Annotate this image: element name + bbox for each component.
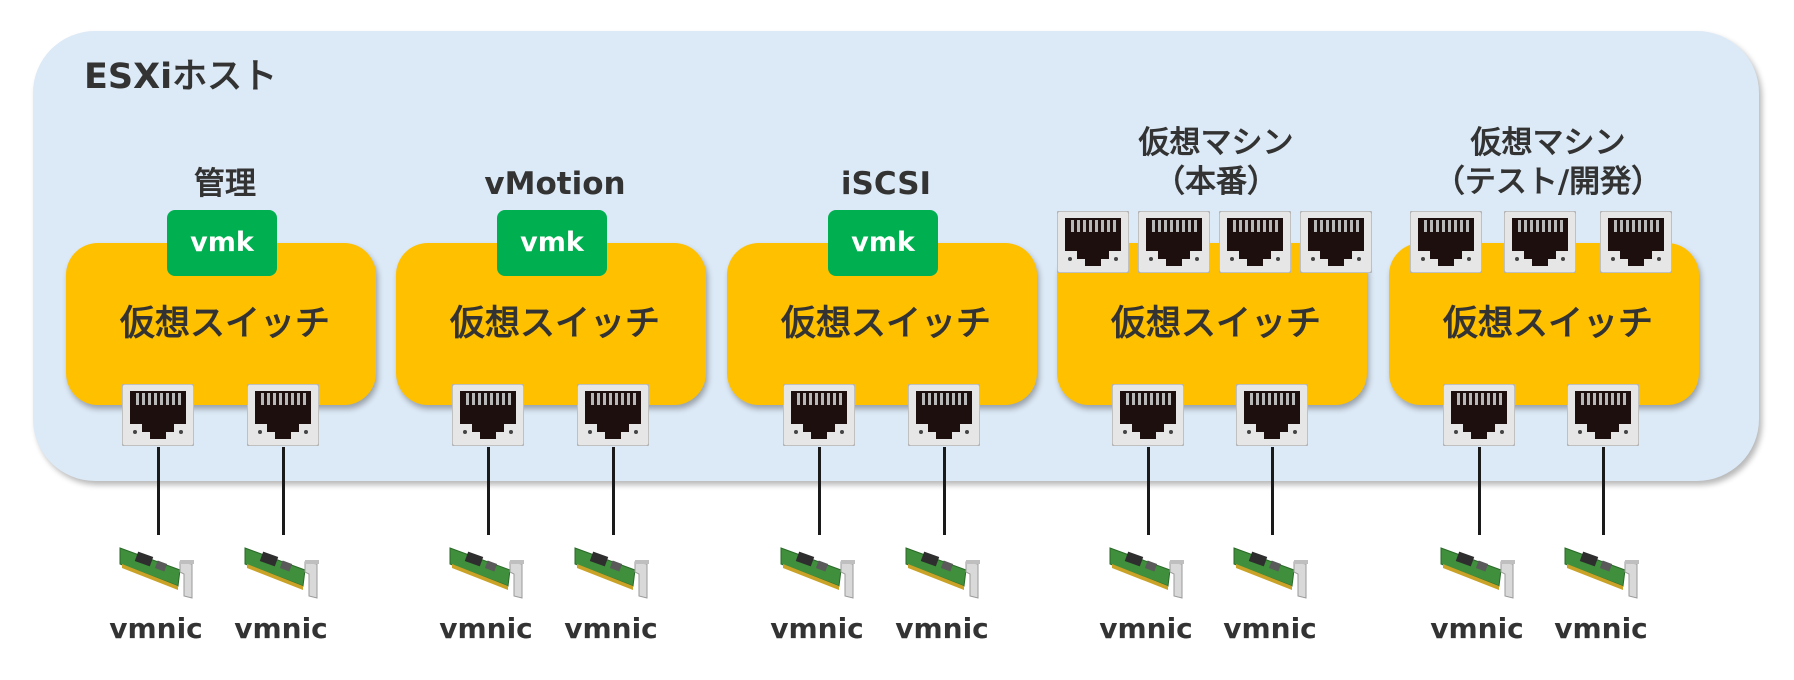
uplink-wire xyxy=(818,447,821,535)
rj45-port-icon xyxy=(451,383,525,447)
network-card-icon xyxy=(573,534,657,602)
uplink-wire xyxy=(1602,447,1605,535)
group-iscsi: iSCSI 仮想スイッチ vmk vmnic vmnic xyxy=(727,0,1045,680)
group-label-line-1: 仮想マシン xyxy=(1470,125,1626,161)
rj45-port-icon xyxy=(1409,210,1483,274)
vmnic-label: vmnic xyxy=(234,612,328,645)
network-card-icon xyxy=(1108,534,1192,602)
group-label-line-2: （テスト/開発） xyxy=(1433,164,1663,200)
rj45-port-icon xyxy=(1599,210,1673,274)
vmnic-label: vmnic xyxy=(439,612,533,645)
vmk-adapter: vmk xyxy=(828,210,938,276)
rj45-port-icon xyxy=(1299,210,1373,274)
rj45-port-icon xyxy=(782,383,856,447)
rj45-port-icon xyxy=(246,383,320,447)
vmnic-label: vmnic xyxy=(1554,612,1648,645)
rj45-port-icon xyxy=(1056,210,1130,274)
network-card-icon xyxy=(904,534,988,602)
network-card-icon xyxy=(779,534,863,602)
rj45-port-icon xyxy=(907,383,981,447)
vmnic-label: vmnic xyxy=(1099,612,1193,645)
group-vm-production: 仮想マシン （本番） 仮想スイッチ vmnic vmnic xyxy=(1056,0,1375,680)
vmnic-label: vmnic xyxy=(109,612,203,645)
vmk-adapter: vmk xyxy=(167,210,277,276)
vmnic-label: vmnic xyxy=(1430,612,1524,645)
group-label-line-2: （本番） xyxy=(1154,164,1278,200)
rj45-port-icon xyxy=(1235,383,1309,447)
network-card-icon xyxy=(243,534,327,602)
network-card-icon xyxy=(118,534,202,602)
group-label-line-2: iSCSI xyxy=(840,166,932,202)
uplink-wire xyxy=(282,447,285,535)
rj45-port-icon xyxy=(1137,210,1211,274)
rj45-port-icon xyxy=(1111,383,1185,447)
group-label-line-1: 仮想マシン xyxy=(1138,125,1294,161)
vmnic-label: vmnic xyxy=(895,612,989,645)
network-card-icon xyxy=(1563,534,1647,602)
switch-label: 仮想スイッチ xyxy=(1110,304,1321,344)
group-label-line-2: vMotion xyxy=(484,166,626,202)
switch-label: 仮想スイッチ xyxy=(780,304,991,344)
rj45-port-icon xyxy=(1442,383,1516,447)
uplink-wire xyxy=(157,447,160,535)
uplink-wire xyxy=(612,447,615,535)
network-card-icon xyxy=(1439,534,1523,602)
rj45-port-icon xyxy=(576,383,650,447)
uplink-wire xyxy=(1147,447,1150,535)
switch-label: 仮想スイッチ xyxy=(449,304,660,344)
vmk-adapter: vmk xyxy=(497,210,607,276)
uplink-wire xyxy=(1271,447,1274,535)
rj45-port-icon xyxy=(1503,210,1577,274)
network-card-icon xyxy=(448,534,532,602)
network-card-icon xyxy=(1232,534,1316,602)
vmnic-label: vmnic xyxy=(770,612,864,645)
group-label-line-2: 管理 xyxy=(194,166,256,202)
vmnic-label: vmnic xyxy=(1223,612,1317,645)
rj45-port-icon xyxy=(1218,210,1292,274)
rj45-port-icon xyxy=(1566,383,1640,447)
uplink-wire xyxy=(943,447,946,535)
group-management: 管理 仮想スイッチ vmk vmnic vmnic xyxy=(66,0,384,680)
group-vm-test-dev: 仮想マシン （テスト/開発） 仮想スイッチ vmnic vmnic xyxy=(1389,0,1707,680)
rj45-port-icon xyxy=(121,383,195,447)
switch-label: 仮想スイッチ xyxy=(119,304,330,344)
group-vmotion: vMotion 仮想スイッチ vmk vmnic vmnic xyxy=(396,0,714,680)
vmnic-label: vmnic xyxy=(564,612,658,645)
uplink-wire xyxy=(487,447,490,535)
host-title: ESXiホスト xyxy=(84,57,278,97)
switch-label: 仮想スイッチ xyxy=(1442,304,1653,344)
uplink-wire xyxy=(1478,447,1481,535)
